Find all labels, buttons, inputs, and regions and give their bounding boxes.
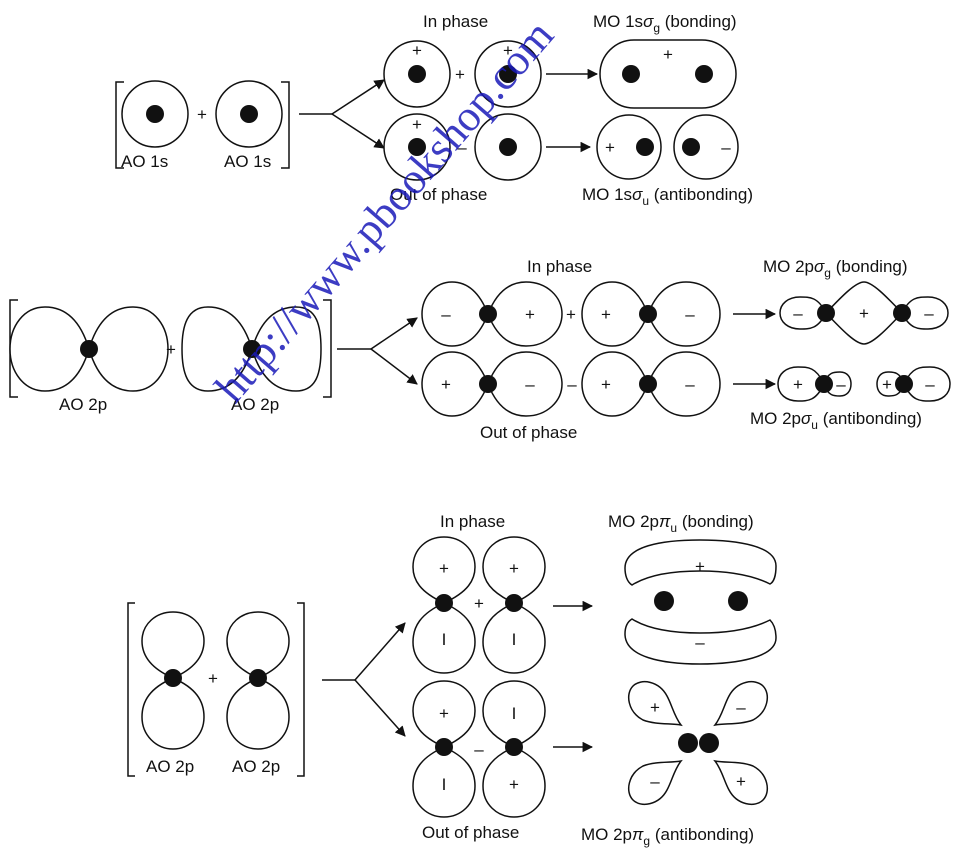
phase-plus: +	[601, 375, 611, 394]
orbital-2p-vertical: + I	[482, 536, 546, 674]
in-phase-label: In phase	[423, 12, 488, 31]
mo-1s-sigma-g: +	[599, 39, 737, 109]
arrow-out-phase	[354, 679, 406, 737]
mo-antibonding-label: MO 2pσu (antibonding)	[750, 409, 922, 432]
mo-2p-pi-g: + – – +	[627, 680, 769, 806]
plus-sign: +	[197, 105, 207, 124]
ao-label: AO 2p	[146, 757, 194, 776]
phase-minus: –	[721, 138, 731, 157]
ao-label: AO 1s	[224, 152, 271, 171]
in-phase-label: In phase	[527, 257, 592, 276]
phase-minus: –	[836, 375, 846, 394]
phase-plus: +	[439, 559, 449, 578]
nucleus	[499, 138, 517, 156]
orbital-2p: + –	[421, 351, 563, 417]
plus-sign: +	[455, 65, 465, 84]
phase-plus: +	[412, 41, 422, 60]
orbital-2p: – +	[421, 281, 563, 347]
phase-plus: +	[441, 375, 451, 394]
phase-plus: +	[663, 45, 673, 64]
phase-plus: +	[605, 138, 615, 157]
ao-label: AO 2p	[59, 395, 107, 414]
arrow-out-phase	[370, 348, 418, 385]
phase-minus: –	[793, 304, 803, 323]
phase-plus: +	[412, 115, 422, 134]
phase-plus: +	[509, 775, 519, 794]
mo-1s-sigma-u: + –	[596, 114, 739, 180]
ao-1s-right	[215, 80, 283, 148]
section-2p-pi: + AO 2p AO 2p In phase + I + + I M	[127, 512, 777, 848]
orbital-2p: + –	[581, 281, 721, 347]
ao-bracket	[115, 81, 290, 169]
in-phase-label: In phase	[440, 512, 505, 531]
phase-minus: –	[695, 633, 705, 652]
nucleus	[499, 65, 517, 83]
phase-plus: +	[882, 375, 892, 394]
nucleus	[408, 138, 426, 156]
phase-bar: I	[512, 630, 517, 649]
phase-minus: –	[685, 305, 695, 324]
mo-antibonding-label: MO 2pπg (antibonding)	[581, 825, 754, 848]
ao-2p-vertical-right	[226, 611, 290, 750]
plus-sign: +	[208, 669, 218, 688]
plus-sign: +	[566, 305, 576, 324]
nucleus	[408, 65, 426, 83]
out-phase-label: Out of phase	[480, 423, 577, 442]
ao-2p-right	[181, 306, 322, 392]
arrow-in-phase	[354, 622, 406, 681]
orbital-2p-vertical: + I	[412, 680, 476, 818]
mo-bonding-label: MO 2pσg (bonding)	[763, 257, 908, 280]
phase-plus: +	[859, 304, 869, 323]
phase-plus: +	[439, 704, 449, 723]
section-2p-sigma: + AO 2p AO 2p In phase – + + + – M	[9, 257, 951, 442]
phase-plus: +	[601, 305, 611, 324]
phase-bar: I	[442, 630, 447, 649]
mo-antibonding-label: MO 1sσu (antibonding)	[582, 185, 753, 208]
phase-minus: –	[925, 375, 935, 394]
mo-2p-sigma-g: – + –	[779, 281, 949, 345]
ao-label: AO 2p	[231, 395, 279, 414]
mo-2p-sigma-u: + – + –	[777, 366, 951, 402]
phase-minus: –	[685, 375, 695, 394]
phase-plus: +	[650, 698, 660, 717]
out-phase-label: Out of phase	[390, 185, 487, 204]
mo-bonding-label: MO 1sσg (bonding)	[593, 12, 737, 35]
orbital-2p: + –	[581, 351, 721, 417]
minus-sign: –	[567, 375, 577, 394]
phase-plus: +	[503, 41, 513, 60]
phase-minus: –	[441, 305, 451, 324]
plus-sign: +	[166, 340, 176, 359]
phase-plus: +	[736, 772, 746, 791]
arrow-in-phase	[331, 79, 385, 115]
plus-sign: +	[474, 594, 484, 613]
phase-minus: –	[924, 304, 934, 323]
ao-bracket	[127, 602, 305, 777]
ao-2p-left	[9, 306, 169, 392]
mo-bonding-label: MO 2pπu (bonding)	[608, 512, 754, 535]
phase-bar: I	[442, 775, 447, 794]
phase-plus: +	[525, 305, 535, 324]
mo-2p-pi-u: + –	[624, 539, 777, 665]
out-phase-label: Out of phase	[422, 823, 519, 842]
orbital-2p-vertical: + I	[412, 536, 476, 674]
phase-plus: +	[793, 375, 803, 394]
arrow-out-phase	[331, 113, 385, 149]
minus-sign: –	[457, 138, 467, 157]
phase-minus: –	[650, 772, 660, 791]
ao-2p-vertical-left	[141, 611, 205, 750]
phase-plus: +	[695, 557, 705, 576]
ao-1s-left	[121, 80, 189, 148]
phase-plus: +	[509, 559, 519, 578]
ao-label: AO 1s	[121, 152, 168, 171]
phase-minus: –	[736, 698, 746, 717]
ao-label: AO 2p	[232, 757, 280, 776]
phase-bar: I	[512, 704, 517, 723]
orbital-2p-vertical: I +	[482, 680, 546, 818]
section-1s: + AO 1s AO 1s In phase + + + MO 1sσg (bo…	[115, 12, 753, 208]
arrow-in-phase	[370, 317, 418, 350]
phase-minus: –	[525, 375, 535, 394]
minus-sign: –	[474, 740, 484, 759]
